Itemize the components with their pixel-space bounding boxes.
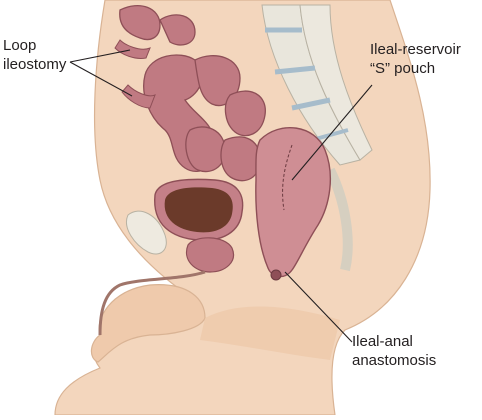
s-pouch [255, 126, 331, 278]
label-loop-ileostomy-line1: Loop [3, 37, 37, 54]
label-ileal-reservoir-line1: Ileal-reservoir [370, 41, 461, 58]
bladder-inner [164, 187, 233, 233]
loop-ileostomy-bowel-2 [121, 84, 156, 109]
leader-lines [69, 49, 373, 343]
label-ileal-reservoir-line2: “S” pouch [370, 60, 436, 77]
label-ileal-anal-line2: anastomosis [352, 352, 437, 369]
thigh [200, 306, 340, 360]
prostate [186, 237, 234, 273]
label-ileal-anal-line1: Ileal-anal [352, 333, 413, 350]
urethra [98, 270, 206, 336]
genitals [90, 284, 206, 363]
anastomosis-site [270, 269, 282, 281]
small-bowel [119, 5, 266, 182]
label-loop-ileostomy-line2: ileostomy [3, 56, 67, 73]
s-pouch-sutures [282, 144, 293, 211]
label-ileal-reservoir: Ileal-reservoir “S” pouch [370, 40, 461, 78]
label-loop-ileostomy: Loop ileostomy [3, 36, 66, 74]
label-ileal-anal: Ileal-anal anastomosis [352, 332, 436, 370]
pubic-bone [126, 210, 167, 255]
